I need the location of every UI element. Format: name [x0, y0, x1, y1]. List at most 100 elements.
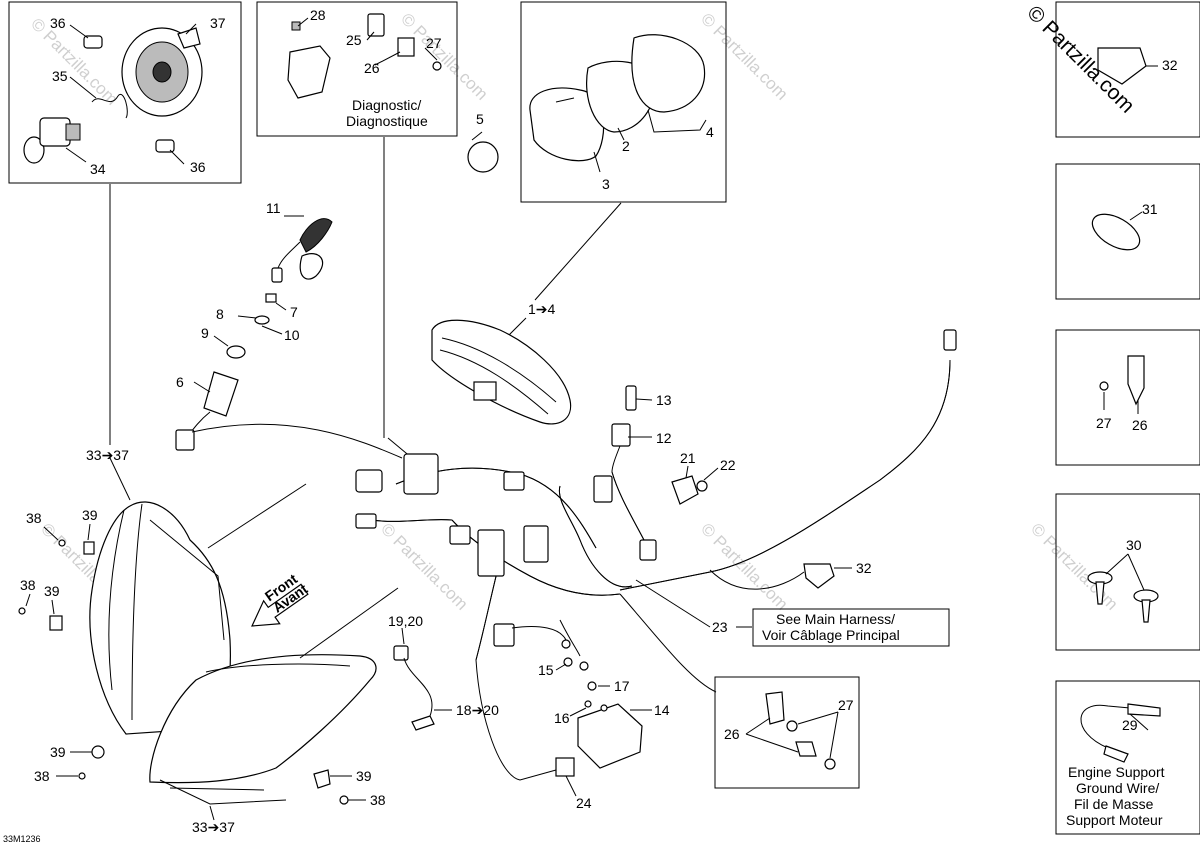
ground-wire-label: Support Moteur — [1066, 812, 1163, 828]
callout-33to37: 33➔37 — [192, 819, 235, 835]
nut-39-part — [83, 541, 95, 555]
callout-2: 2 — [622, 138, 630, 154]
callout-38: 38 — [20, 577, 36, 593]
main-harness-note — [752, 608, 950, 647]
push-rivet-part — [1087, 571, 1159, 623]
box-32 — [1055, 1, 1200, 138]
callout-30: 30 — [1126, 537, 1142, 553]
watermark: © Partzilla.com — [697, 9, 791, 103]
box-30 — [1055, 493, 1200, 651]
headlight-right-part — [149, 654, 377, 784]
spring-coil-part — [299, 218, 333, 253]
callout-18to20: 18➔20 — [456, 702, 499, 718]
figure-code: 33M1236 — [3, 834, 41, 844]
ground-wire-part — [1080, 704, 1131, 749]
callout-21: 21 — [680, 450, 696, 466]
clip-box-lower — [714, 676, 860, 789]
callout-38: 38 — [370, 792, 386, 808]
harness-plug-part — [639, 539, 657, 561]
callout-22: 22 — [720, 457, 736, 473]
harness-plug-part — [503, 471, 525, 491]
screw-38-part — [339, 795, 349, 805]
callout-26: 26 — [724, 726, 740, 742]
diag-nut-part — [291, 21, 301, 31]
washer-10-part — [254, 315, 270, 325]
callout-13: 13 — [656, 392, 672, 408]
harness-plug-part — [593, 475, 613, 503]
callout-16: 16 — [554, 710, 570, 726]
harness-plug-part — [493, 623, 515, 647]
key-tether-part — [299, 253, 324, 280]
callout-31: 31 — [1142, 201, 1158, 217]
tie-strap-part — [1091, 213, 1141, 251]
connector-24-part — [555, 757, 575, 777]
callout-36: 36 — [50, 15, 66, 31]
nut-16-part — [600, 704, 608, 712]
ground-wire-label: Ground Wire/ — [1076, 780, 1159, 796]
diagnostic-label: Diagnostique — [346, 113, 428, 129]
ring-terminal-part — [1127, 703, 1161, 717]
callout-39: 39 — [50, 744, 66, 760]
diag-connector-part — [367, 13, 385, 37]
callout-27: 27 — [1096, 415, 1112, 431]
clip-26-part — [1127, 355, 1145, 406]
nut-39-part — [49, 615, 63, 631]
harness-plug-part — [449, 525, 471, 545]
callout-5: 5 — [476, 111, 484, 127]
clip-32-part — [803, 563, 835, 589]
diag-nut-part — [432, 61, 442, 71]
callout-35: 35 — [52, 68, 68, 84]
grommet-part — [83, 35, 175, 153]
callout-26: 26 — [364, 60, 380, 76]
callout-27: 27 — [838, 697, 854, 713]
screw-38-part — [58, 539, 66, 547]
callout-19-20: 19,20 — [388, 613, 423, 629]
callout-34: 34 — [90, 161, 106, 177]
switch-13-part — [625, 385, 637, 411]
harness-plug-part — [403, 453, 439, 495]
gauge-cap-part — [467, 141, 499, 173]
callout-3: 3 — [602, 176, 610, 192]
callout-29: 29 — [1122, 717, 1138, 733]
callout-9: 9 — [201, 325, 209, 341]
nut-39-part — [313, 769, 331, 789]
clip-26-part — [765, 691, 785, 725]
callout-10: 10 — [284, 327, 300, 343]
relay-14-part — [577, 703, 643, 769]
diagnostic-box — [256, 1, 458, 137]
nut-7-part — [265, 293, 277, 303]
ground-wire-label: Engine Support — [1068, 764, 1165, 780]
ignition-switch-part — [203, 371, 239, 417]
gauge-box — [520, 1, 727, 203]
key-cap-part — [271, 267, 283, 283]
callout-25: 25 — [346, 32, 362, 48]
ring-terminal-part — [1103, 745, 1129, 763]
screw-38-part — [78, 772, 86, 780]
box-31 — [1055, 163, 1200, 300]
callout-37: 37 — [210, 15, 226, 31]
diag-clip-part — [397, 37, 415, 57]
cluster-plug-part — [473, 381, 497, 401]
main-harness-label: Voir Câblage Principal — [762, 627, 900, 643]
clip-26-part — [795, 741, 817, 757]
watermark: © Partzilla.com — [1027, 519, 1121, 613]
callout-36: 36 — [190, 159, 206, 175]
callout-39: 39 — [44, 583, 60, 599]
callout-39: 39 — [356, 768, 372, 784]
callout-8: 8 — [216, 306, 224, 322]
callout-12: 12 — [656, 430, 672, 446]
reflector-part — [121, 27, 203, 117]
callout-38: 38 — [26, 510, 42, 526]
callout-11: 11 — [266, 200, 281, 216]
callout-28: 28 — [310, 7, 326, 23]
sensor-18-part — [411, 715, 435, 731]
washer-17-part — [587, 681, 597, 691]
callout-26: 26 — [1132, 417, 1148, 433]
headlight-bulb-box — [8, 1, 242, 184]
nut-39-part — [91, 745, 105, 759]
callout-27: 27 — [426, 35, 442, 51]
gauge-bezel-part — [529, 34, 706, 162]
callout-14: 14 — [654, 702, 670, 718]
ignition-connector-part — [175, 429, 195, 451]
